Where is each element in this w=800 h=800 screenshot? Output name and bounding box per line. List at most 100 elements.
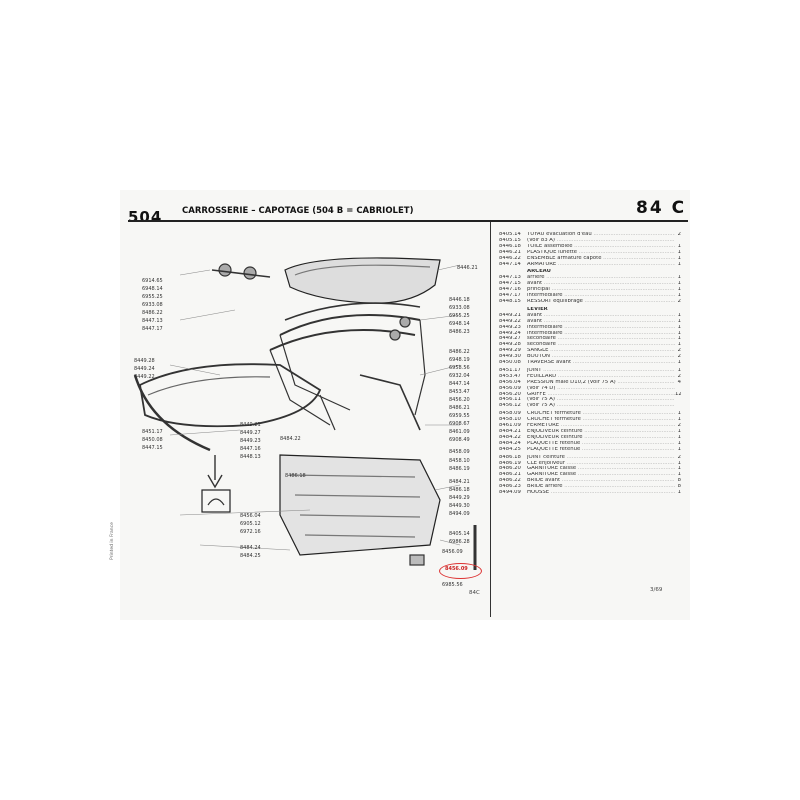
parts-desc: CLE enjoliveur	[527, 461, 675, 467]
callout-right-2: 6933.08	[449, 305, 470, 311]
parts-qty: 2	[677, 354, 681, 360]
parts-row: 8461.09FERMETURE2	[499, 423, 681, 429]
model-number: 504	[128, 208, 163, 226]
parts-qty: 2	[677, 348, 681, 354]
parts-desc: intermédiaire	[527, 293, 675, 299]
parts-ref: 8449.23	[499, 324, 521, 330]
parts-desc: secondaire	[527, 342, 675, 348]
callout-left-24: 8484.25	[240, 553, 261, 559]
parts-row: 8447.14ARMATURE1	[499, 262, 681, 268]
callout-right-12: 8456.20	[449, 397, 470, 403]
parts-desc: principal	[527, 287, 675, 293]
callout-left-8: 8449.24	[134, 366, 155, 372]
callout-right-20: 8486.19	[449, 466, 470, 472]
parts-row: 8449.29 SANGLE2	[499, 348, 681, 354]
parts-row: 8447.17intermédiaire1	[499, 293, 681, 299]
parts-ref: 8456.11	[499, 397, 521, 403]
parts-row: 8451.17JOINT1	[499, 368, 681, 374]
parts-ref: 8446.21	[499, 249, 521, 255]
parts-desc: TRAVERSE avant	[527, 360, 675, 366]
column-divider	[490, 222, 491, 617]
parts-ref: 8486.21	[499, 472, 521, 478]
parts-qty: 2	[677, 373, 681, 379]
parts-qty: 2	[677, 423, 681, 429]
parts-qty: 1	[677, 249, 681, 255]
parts-desc: intermédiaire	[527, 325, 675, 331]
parts-ref: 8446.22	[499, 255, 521, 261]
parts-ref: 8449.24	[499, 330, 521, 336]
parts-desc: CROCHET fermeture	[527, 411, 675, 417]
parts-qty: 12	[675, 391, 681, 397]
parts-desc: GARNITURE caisse	[527, 472, 675, 478]
parts-desc: SANGLE	[527, 348, 675, 354]
callout-left-10: 8451.17	[142, 429, 163, 435]
callout-left-5: 8447.13	[142, 318, 163, 324]
callout-right-0: 8446.21	[457, 265, 478, 271]
parts-desc: CROCHET fermeture	[527, 417, 675, 423]
parts-desc: avant	[527, 281, 675, 287]
callout-right-9: 6932.04	[449, 373, 470, 379]
callout-left-9: 8449.22	[134, 374, 155, 380]
parts-qty: 1	[677, 460, 681, 466]
parts-ref: 8447.14	[499, 261, 521, 267]
parts-desc: BRIDE avant	[527, 478, 675, 484]
callout-right-29: 6985.56	[442, 582, 463, 588]
parts-ref: 8458.10	[499, 417, 521, 423]
parts-desc: arrière	[527, 275, 675, 281]
parts-qty: 1	[677, 446, 681, 452]
parts-desc: ENJOLIVEUR ceinture	[527, 429, 675, 435]
callout-right-23: 8449.29	[449, 495, 470, 501]
parts-desc: ENSEMBLE armature capote	[527, 256, 675, 262]
parts-row: 8449.24intermédiaire1	[499, 331, 681, 337]
parts-ref: 8449.29	[499, 348, 521, 354]
callout-left-16: 8447.16	[240, 446, 261, 452]
callout-right-4: 6948.14	[449, 321, 470, 327]
parts-ref: 8448.15	[499, 298, 521, 304]
callout-left-3: 6933.08	[142, 302, 163, 308]
callout-right-19: 8458.10	[449, 458, 470, 464]
callout-right-10: 8447.14	[449, 381, 470, 387]
parts-row: LEVIER	[499, 307, 681, 313]
callout-left-14: 8449.27	[240, 430, 261, 436]
parts-desc: JOINT ceinture	[527, 455, 675, 461]
parts-desc: BOUTON	[527, 354, 675, 360]
callout-right-7: 6948.19	[449, 357, 470, 363]
callout-left-2: 6955.25	[142, 294, 163, 300]
section-title: CARROSSERIE – CAPOTAGE (504 B = CABRIOLE…	[182, 206, 414, 216]
parts-desc: avant	[527, 313, 675, 319]
parts-ref: 8449.22	[499, 318, 521, 324]
parts-desc: HOUSSE	[527, 490, 675, 496]
callout-right-27: 6986.28	[449, 539, 470, 545]
page-code: 84 C	[636, 198, 687, 218]
parts-desc: JOINT	[527, 368, 675, 374]
parts-ref: 8458.09	[499, 411, 521, 417]
parts-desc: GARNITURE caisse	[527, 466, 675, 472]
parts-qty: 8	[677, 484, 681, 490]
parts-qty: 4	[677, 379, 681, 385]
parts-ref: 8453.47	[499, 373, 521, 379]
parts-qty: 1	[677, 318, 681, 324]
callout-right-18: 8458.09	[449, 449, 470, 455]
parts-qty: 1	[677, 417, 681, 423]
parts-ref: 8449.30	[499, 354, 521, 360]
parts-ref: 8447.17	[499, 293, 521, 299]
parts-ref: 8484.24	[499, 440, 521, 446]
parts-qty: 1	[677, 336, 681, 342]
footer-page-ref: 84C	[469, 590, 480, 596]
callout-left-18: 8484.22	[280, 436, 301, 442]
parts-ref: 8486.19	[499, 460, 521, 466]
callout-right-8: 6958.56	[449, 365, 470, 371]
parts-qty: 1	[677, 243, 681, 249]
callout-left-23: 8484.24	[240, 545, 261, 551]
parts-qty: 1	[677, 324, 681, 330]
parts-qty: 1	[677, 466, 681, 472]
callout-right-22: 8486.18	[449, 487, 470, 493]
parts-qty: 1	[677, 490, 681, 496]
parts-row: 8447.15avant1	[499, 281, 681, 287]
